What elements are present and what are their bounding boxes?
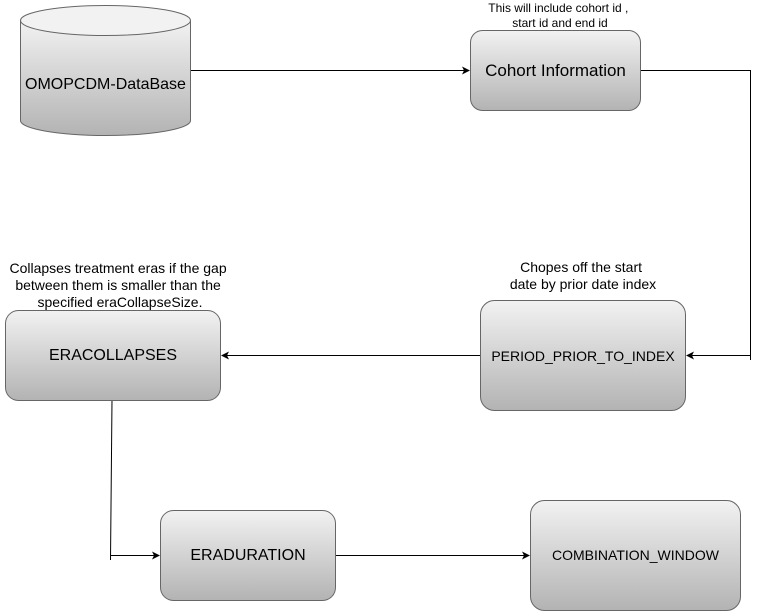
edges [110,66,751,561]
cohort-note-line: This will include cohort id , [488,1,628,15]
database-cylinder-top [20,5,191,36]
eracollapses-note-line: Collapses treatment eras if the gap [9,260,226,276]
period-box [480,300,686,411]
node-eraduration: ERADURATION [160,510,336,601]
edge-eracollapses-to-eraduration [110,399,113,561]
period-note: Chopes off the start date by prior date … [510,259,656,292]
edge-cohort-to-period [640,70,751,360]
eracollapses-note: Collapses treatment eras if the gap betw… [9,260,230,310]
node-database: OMOPCDM-DataBase [20,5,191,136]
cohort-label: Cohort Information [485,61,626,80]
cohort-note: This will include cohort id , start id a… [488,1,631,30]
database-label: OMOPCDM-DataBase [25,76,186,93]
eraduration-label: ERADURATION [190,547,305,564]
node-cohort: Cohort Information [470,30,641,111]
period-note-line: Chopes off the start [520,259,642,275]
combination-label: COMBINATION_WINDOW [552,547,720,563]
period-note-line: date by prior date index [510,276,656,292]
eracollapses-label: ERACOLLAPSES [49,347,177,364]
eracollapses-note-line: between them is smaller than the [15,277,221,293]
eraduration-box [160,510,336,601]
cohort-note-line: start id and end id [512,16,607,30]
database-cylinder-icon [20,20,191,136]
eracollapses-note-line: specified eraCollapseSize. [38,294,203,310]
cohort-box [470,30,641,111]
node-combination: COMBINATION_WINDOW [530,500,741,611]
eracollapses-box [5,310,221,401]
period-label: PERIOD_PRIOR_TO_INDEX [491,348,675,364]
node-period: PERIOD_PRIOR_TO_INDEX [480,300,686,411]
node-eracollapses: ERACOLLAPSES [5,310,221,401]
